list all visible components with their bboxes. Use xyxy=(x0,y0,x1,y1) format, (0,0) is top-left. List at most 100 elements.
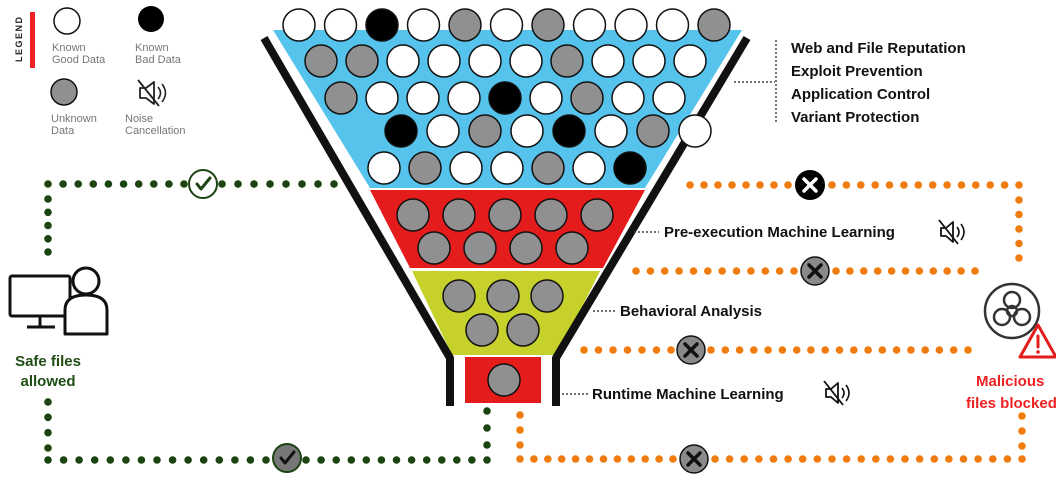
top-section-unknown-ball xyxy=(550,44,584,78)
safe-path-bottom-dot xyxy=(483,456,491,464)
blocked-path-runtime-dot xyxy=(930,455,939,463)
safe-path-top-dot xyxy=(180,180,188,188)
blocked-path-pre-execution-dot xyxy=(718,267,726,275)
behavioral-unknown-ball xyxy=(530,279,564,313)
top-section-good-ball xyxy=(655,8,690,42)
top-section-unknown-ball xyxy=(697,8,731,42)
blocked-path-top-dot xyxy=(900,181,908,189)
blocked-path-top-dot xyxy=(686,181,694,189)
blocked-path-top-dot xyxy=(943,181,951,189)
pre-execution-unknown-ball xyxy=(509,231,543,265)
safe-path-bottom-dot xyxy=(422,456,431,464)
blocked-path-pre-execution-dot xyxy=(761,267,770,275)
blocked-path-right-upper-dot xyxy=(1015,254,1023,262)
legend-bar xyxy=(30,12,35,68)
blocked-path-behavioral-dot xyxy=(907,346,915,354)
blocked-path-runtime-down-dot xyxy=(516,411,524,419)
safe-path-bottom-dot xyxy=(137,456,146,464)
blocked-path-runtime-dot xyxy=(813,455,822,463)
runtime-unknown-ball xyxy=(487,363,521,397)
blocked-path-top-dot xyxy=(828,181,836,189)
person-body-icon xyxy=(63,293,109,336)
safe-path-bottom-dot xyxy=(317,456,325,464)
label-behavioral-analysis: Behavioral Analysis xyxy=(620,303,762,320)
blocked-path-top-dot xyxy=(957,181,966,189)
safe-path-exit-dot xyxy=(483,424,491,432)
blocked-path-top-dot xyxy=(928,181,937,189)
top-section-good-ball xyxy=(386,44,420,78)
legend: LEGEND Known Good Data Known Bad Data Un… xyxy=(14,6,186,137)
warning-triangle-icon xyxy=(1018,323,1056,359)
blocked-path-runtime-dot xyxy=(1018,455,1026,463)
safe-path-left-upper-dot xyxy=(44,221,52,230)
blocked-path-behavioral-dot xyxy=(580,346,588,354)
blocked-path-top-dot xyxy=(784,181,792,189)
blocked-path-runtime-dot xyxy=(959,455,968,463)
blocked-path-top-dot xyxy=(770,181,778,189)
top-section-good-ball xyxy=(282,8,316,42)
blocked-path-pre-execution-dot xyxy=(915,267,924,275)
safe-path-bottom-dot xyxy=(332,456,341,464)
blocked-path-runtime-down-dot xyxy=(516,441,524,449)
safe-path-top-dot xyxy=(104,180,113,188)
blocked-path-right-upper-dot xyxy=(1015,239,1023,248)
top-section-good-ball xyxy=(652,81,686,115)
pre-execution-label-group: Pre-execution Machine Learning xyxy=(634,219,965,245)
top-section-good-ball xyxy=(447,81,481,115)
blocked-path-pre-execution-dot xyxy=(832,267,840,275)
blocked-path-behavioral-dot xyxy=(792,346,801,354)
pre-execution-unknown-ball xyxy=(488,198,522,232)
blocked-path-pre-execution-dot xyxy=(704,267,712,275)
blocked-path-pre-execution-dot xyxy=(971,267,979,275)
blocked-path-pre-execution-dot xyxy=(790,267,798,275)
legend-unknown-line2: Data xyxy=(51,125,75,137)
behavioral-label-group: Behavioral Analysis xyxy=(593,303,762,320)
legend-bad-ball xyxy=(138,6,164,32)
blocked-path-behavioral-dot xyxy=(949,346,958,354)
blocked-path-behavioral-dot xyxy=(850,346,858,354)
top-section-good-ball xyxy=(678,114,712,148)
safe-path-top-dot xyxy=(234,180,242,188)
top-section-bad-ball xyxy=(552,114,586,148)
safe-path-bottom-dot xyxy=(75,456,83,464)
blocked-x-top xyxy=(795,170,825,200)
top-section-good-ball xyxy=(611,81,645,115)
funnel-right-wall xyxy=(552,35,751,406)
top-section-good-ball xyxy=(572,151,606,185)
legend-good-ball xyxy=(53,7,81,35)
blocked-path-behavioral-dot xyxy=(721,346,730,354)
blocked-path-runtime-dot xyxy=(784,455,792,463)
legend-unknown-ball xyxy=(50,78,78,106)
blocked-path-pre-execution-dot xyxy=(689,267,698,275)
top-section-good-ball xyxy=(614,8,648,42)
blocked-path-runtime-dot xyxy=(857,455,865,463)
blocked-path-top-dot xyxy=(1015,181,1023,189)
safe-path-top-dot xyxy=(59,180,67,188)
blocked-path-pre-execution-dot xyxy=(957,267,965,275)
pre-execution-unknown-ball xyxy=(463,231,497,265)
label-variant-protection: Variant Protection xyxy=(791,109,919,126)
blocked-path-runtime-dot xyxy=(769,455,778,463)
safe-files-line2: allowed xyxy=(20,373,75,390)
blocked-path-pre-execution-dot xyxy=(887,267,896,275)
blocked-path-behavioral-dot xyxy=(921,346,929,354)
safe-path-top-dot xyxy=(266,180,274,188)
blocked-path-behavioral-dot xyxy=(807,346,815,354)
safe-path-left-upper-dot xyxy=(44,208,52,217)
safe-path-bottom-dot xyxy=(362,456,371,464)
blocked-path-behavioral-dot xyxy=(864,346,872,354)
blocked-path-pre-execution-dot xyxy=(646,267,655,275)
top-section-unknown-ball xyxy=(531,8,565,42)
dotted-paths xyxy=(44,180,1026,464)
label-runtime-ml: Runtime Machine Learning xyxy=(592,386,784,403)
blocked-path-pre-execution-dot xyxy=(846,267,854,275)
safe-path-left-lower-dot xyxy=(44,444,52,452)
blocked-path-top-dot xyxy=(914,181,923,189)
blocked-path-runtime-dot xyxy=(901,455,909,463)
blocked-path-runtime-dot xyxy=(669,455,677,463)
label-exploit-prevention: Exploit Prevention xyxy=(791,63,923,80)
blocked-path-behavioral-dot xyxy=(821,346,829,354)
top-section-bad-ball xyxy=(613,151,647,185)
biohazard-icon xyxy=(983,282,1041,340)
safe-path-bottom-dot xyxy=(377,456,386,464)
